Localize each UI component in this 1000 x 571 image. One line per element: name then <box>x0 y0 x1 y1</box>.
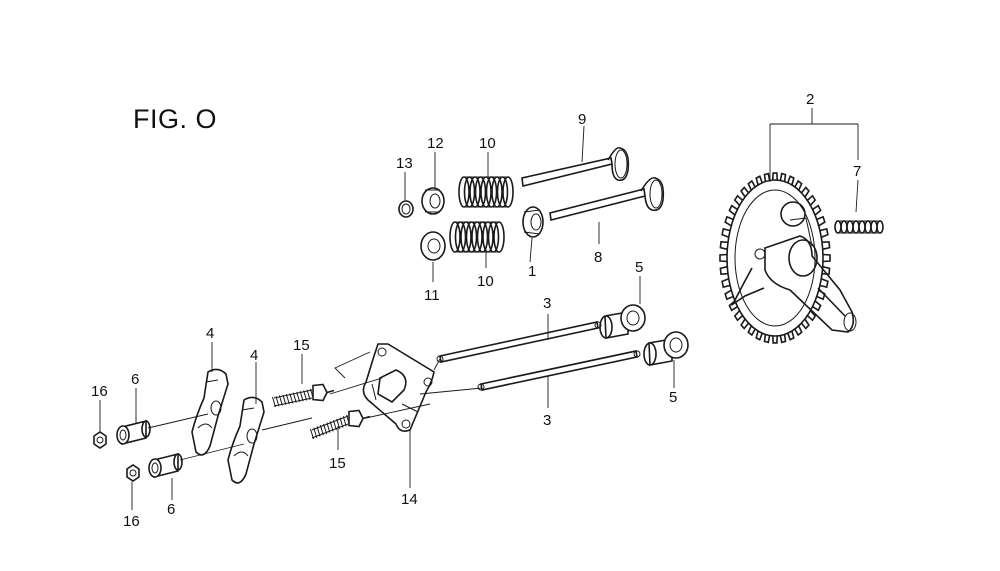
callout-10-upper: 10 <box>479 135 496 152</box>
figure-title: FIG. O <box>133 104 217 134</box>
part-10-spring-lower <box>449 221 505 253</box>
part-12-retainer <box>421 187 445 215</box>
callout-3-upper: 3 <box>543 295 551 312</box>
part-16-nut-lower <box>126 464 140 482</box>
callout-12: 12 <box>427 135 444 152</box>
callout-6-upper: 6 <box>131 371 139 388</box>
callout-11: 11 <box>424 287 440 304</box>
part-9-valve <box>521 146 630 187</box>
part-5-tappet-upper <box>599 304 646 339</box>
callout-5-upper: 5 <box>635 259 643 276</box>
part-15-stud-lower <box>310 409 371 440</box>
callout-labels: 1 2 3 3 4 4 5 5 6 6 7 8 9 10 10 11 12 13… <box>91 91 861 530</box>
callout-10-lower: 10 <box>477 273 494 290</box>
callout-4-right: 4 <box>250 347 258 364</box>
part-8-valve <box>549 176 665 221</box>
part-3-pushrod-lower <box>477 350 641 391</box>
part-14-plate <box>334 343 435 432</box>
part-16-nut-upper <box>93 431 107 449</box>
callout-4-left: 4 <box>206 325 214 342</box>
callout-5-lower: 5 <box>669 389 677 406</box>
part-4-rocker-right <box>227 396 265 484</box>
callout-7: 7 <box>853 163 861 180</box>
callout-16-lower: 16 <box>123 513 140 530</box>
part-11-retainer <box>420 231 446 261</box>
callout-8: 8 <box>594 249 602 266</box>
callout-9: 9 <box>578 111 586 128</box>
part-6-pivot-lower <box>148 452 183 479</box>
part-6-pivot-upper <box>116 419 151 446</box>
callout-13: 13 <box>396 155 413 172</box>
callout-3-lower: 3 <box>543 412 551 429</box>
part-4-rocker-left <box>191 368 229 456</box>
part-7-spring <box>834 220 884 234</box>
callout-14: 14 <box>401 491 418 508</box>
callout-15-upper: 15 <box>293 337 310 354</box>
part-1-rotator <box>522 206 544 238</box>
callout-16-upper: 16 <box>91 383 108 400</box>
callout-leaders <box>99 108 859 510</box>
callout-2: 2 <box>806 91 814 108</box>
callout-1: 1 <box>528 263 536 280</box>
part-13-ring <box>398 200 414 218</box>
callout-6-lower: 6 <box>167 501 175 518</box>
alignment-lines <box>147 358 483 461</box>
part-10-spring-upper <box>458 176 514 208</box>
part-5-tappet-lower <box>643 331 689 366</box>
callout-15-lower: 15 <box>329 455 346 472</box>
part-15-stud-upper <box>272 383 335 408</box>
part-2-camshaft-gear <box>719 172 857 344</box>
part-3-pushrod-upper <box>436 321 602 363</box>
